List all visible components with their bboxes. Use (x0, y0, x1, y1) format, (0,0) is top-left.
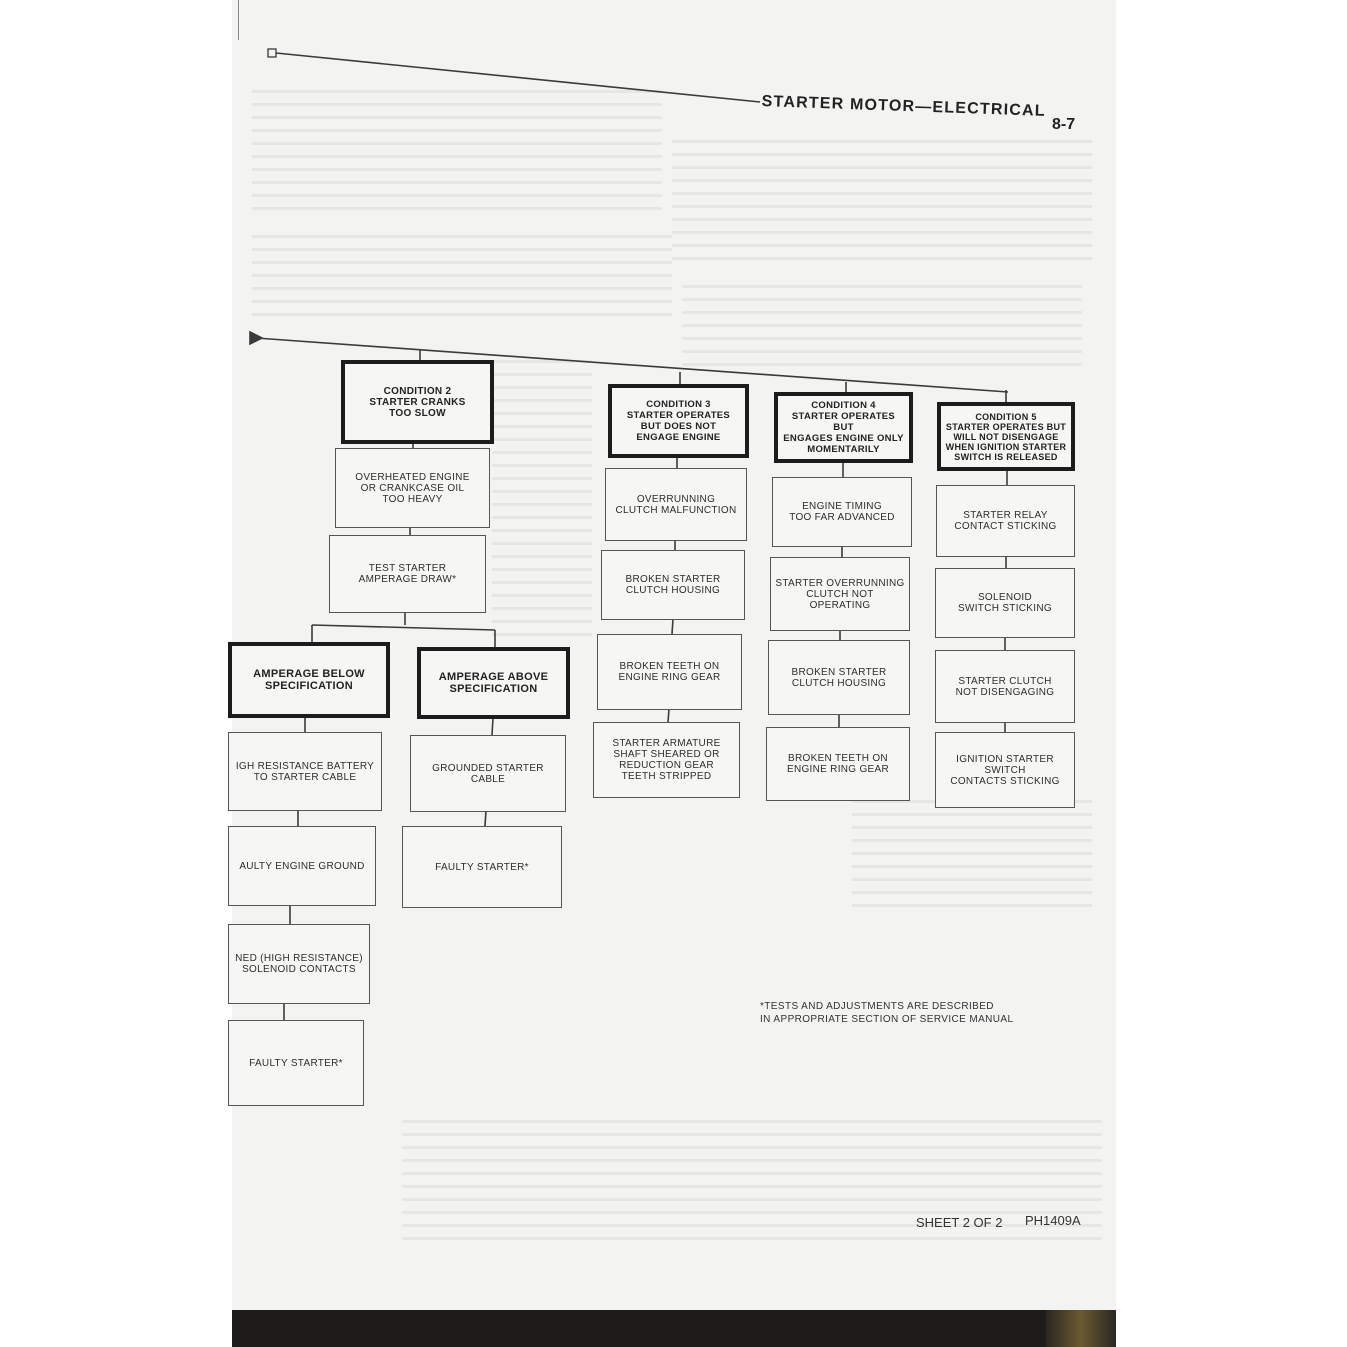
c3-item-2: BROKEN STARTER CLUTCH HOUSING (601, 550, 745, 620)
above-item-1: GROUNDED STARTER CABLE (410, 735, 566, 812)
c5-item-4: IGNITION STARTER SWITCH CONTACTS STICKIN… (935, 732, 1075, 808)
c4-item-2: STARTER OVERRUNNING CLUTCH NOT OPERATING (770, 557, 910, 631)
c3-item-4: STARTER ARMATURE SHAFT SHEARED OR REDUCT… (593, 722, 740, 798)
sheet-label: SHEET 2 OF 2 (916, 1215, 1003, 1230)
table-edge (232, 1310, 1116, 1347)
c4-item-4: BROKEN TEETH ON ENGINE RING GEAR (766, 727, 910, 801)
below-item-4: FAULTY STARTER* (228, 1020, 364, 1106)
condition-2-box: CONDITION 2 STARTER CRANKS TOO SLOW (341, 360, 494, 444)
footnote: *TESTS AND ADJUSTMENTS ARE DESCRIBED IN … (760, 1001, 1014, 1025)
c3-item-1: OVERRUNNING CLUTCH MALFUNCTION (605, 468, 747, 541)
c2-item-2: TEST STARTER AMPERAGE DRAW* (329, 535, 486, 613)
above-item-2: FAULTY STARTER* (402, 826, 562, 908)
drawing-code: PH1409A (1025, 1213, 1081, 1228)
c5-item-2: SOLENOID SWITCH STICKING (935, 568, 1075, 638)
below-item-2: AULTY ENGINE GROUND (228, 826, 376, 906)
below-item-1: IGH RESISTANCE BATTERY TO STARTER CABLE (228, 732, 382, 811)
c2-item-1: OVERHEATED ENGINE OR CRANKCASE OIL TOO H… (335, 448, 490, 528)
amperage-above-box: AMPERAGE ABOVE SPECIFICATION (417, 647, 570, 719)
amperage-below-box: AMPERAGE BELOW SPECIFICATION (228, 642, 390, 718)
c4-item-1: ENGINE TIMING TOO FAR ADVANCED (772, 477, 912, 547)
below-item-3: NED (HIGH RESISTANCE) SOLENOID CONTACTS (228, 924, 370, 1004)
background-strip (1116, 0, 1347, 1347)
c4-item-3: BROKEN STARTER CLUTCH HOUSING (768, 640, 910, 715)
c5-item-3: STARTER CLUTCH NOT DISENGAGING (935, 650, 1075, 723)
c3-item-3: BROKEN TEETH ON ENGINE RING GEAR (597, 634, 742, 710)
condition-5-box: CONDITION 5 STARTER OPERATES BUT WILL NO… (937, 402, 1075, 471)
c5-item-1: STARTER RELAY CONTACT STICKING (936, 485, 1075, 557)
page-number: 8-7 (1052, 116, 1076, 133)
condition-4-box: CONDITION 4 STARTER OPERATES BUT ENGAGES… (774, 392, 913, 463)
condition-3-box: CONDITION 3 STARTER OPERATES BUT DOES NO… (608, 384, 749, 458)
page-curl (232, 0, 239, 40)
